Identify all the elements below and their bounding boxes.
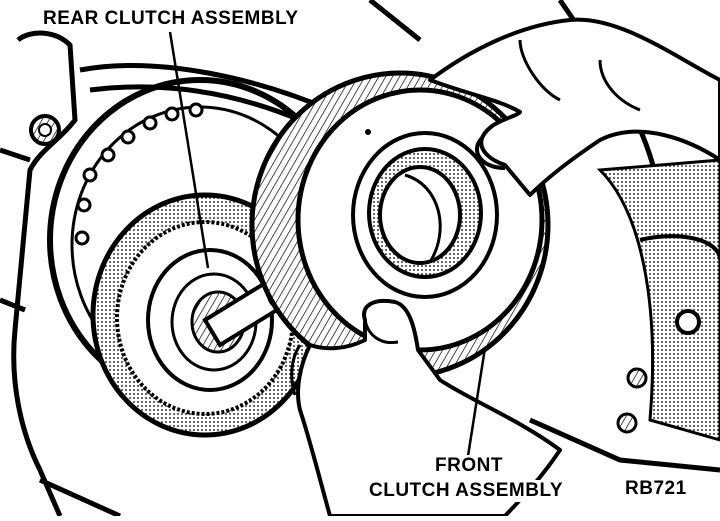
front-clutch-label-line1: FRONT	[432, 455, 506, 477]
figure-code: RB721	[625, 478, 687, 499]
transmission-case	[0, 30, 122, 519]
front-clutch-label-line2: CLUTCH ASSEMBLY	[366, 480, 566, 502]
front-clutch-leader	[466, 347, 487, 457]
rear-clutch-leader	[168, 31, 210, 269]
right-housing	[528, 158, 720, 473]
front-clutch-assembly	[249, 70, 551, 380]
rear-clutch-label: REAR CLUTCH ASSEMBLY	[40, 8, 302, 30]
